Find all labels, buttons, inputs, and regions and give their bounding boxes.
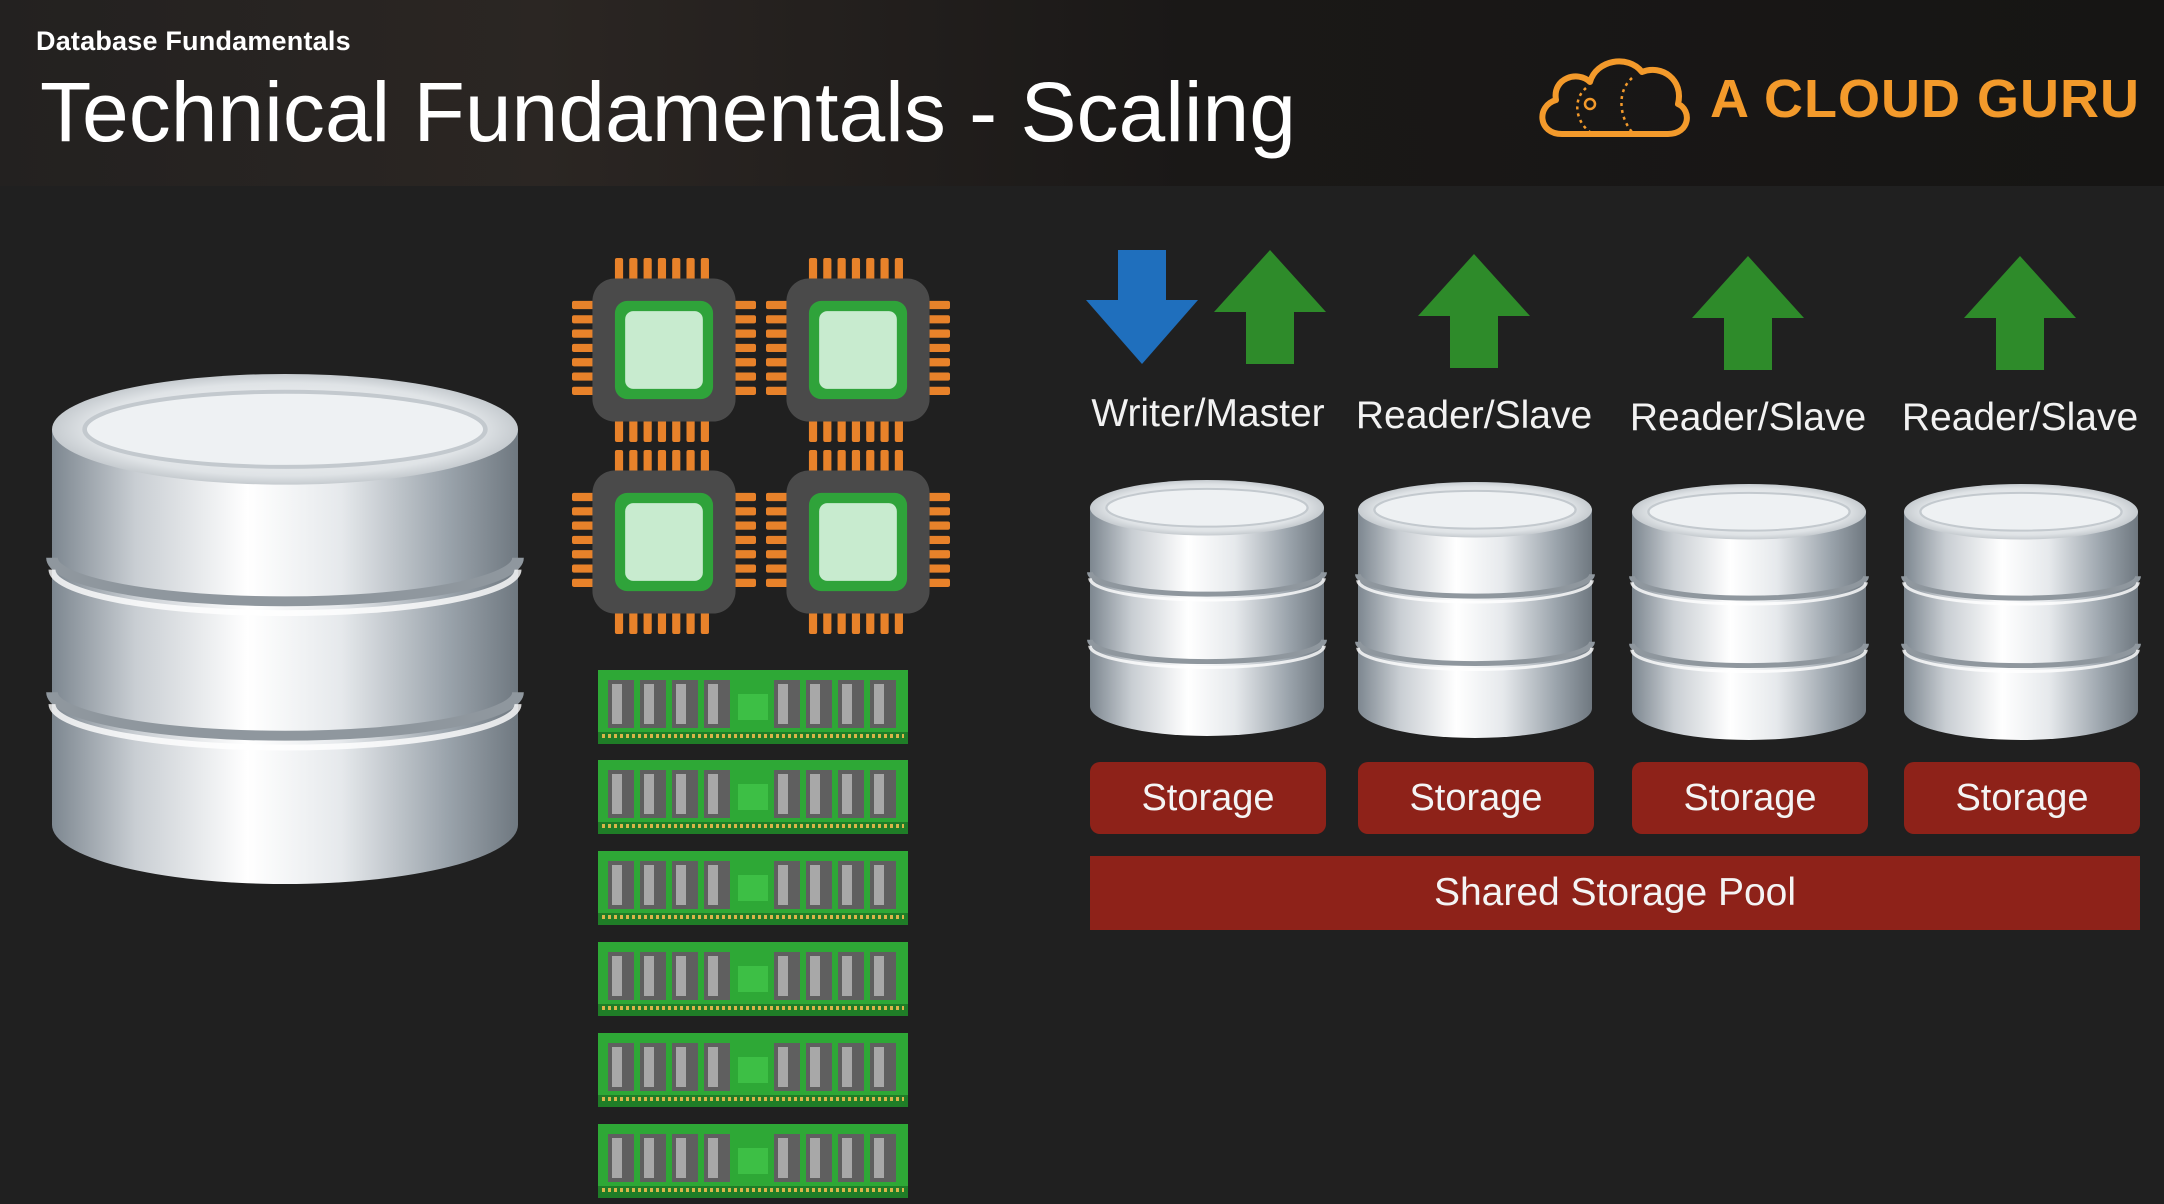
brand-name: A CLOUD GURU xyxy=(1710,69,2140,129)
ram-module-icon xyxy=(596,1122,910,1200)
slide-header: Database Fundamentals Technical Fundamen… xyxy=(0,0,2164,186)
cpu-chip-icon xyxy=(766,258,950,442)
database-icon xyxy=(52,370,518,884)
ram-module-icon xyxy=(596,940,910,1018)
storage-box: Storage xyxy=(1904,762,2140,834)
brand-logo: A CLOUD GURU xyxy=(1532,48,2139,148)
database-icon xyxy=(1632,482,1866,740)
arrow-up-icon xyxy=(1692,256,1804,370)
cpu-chip-icon xyxy=(572,258,756,442)
node-label-writer: Writer/Master xyxy=(1091,392,1325,435)
cpu-chip-icon xyxy=(766,450,950,634)
cloud-logo-icon xyxy=(1539,58,1690,137)
ram-module-icon xyxy=(596,758,910,836)
cpu-chip-icon xyxy=(572,450,756,634)
arrow-down-icon xyxy=(1086,250,1198,364)
ram-module-icon xyxy=(596,1031,910,1109)
arrow-up-icon xyxy=(1964,256,2076,370)
node-label-reader: Reader/Slave xyxy=(1901,396,2139,439)
database-icon xyxy=(1904,482,2138,740)
storage-box: Storage xyxy=(1632,762,1868,834)
shared-storage-pool: Shared Storage Pool xyxy=(1090,856,2140,930)
storage-box: Storage xyxy=(1090,762,1326,834)
node-label-reader: Reader/Slave xyxy=(1355,394,1593,437)
ram-module-icon xyxy=(596,668,910,746)
slide-title: Technical Fundamentals - Scaling xyxy=(40,65,1296,159)
database-icon xyxy=(1358,480,1592,738)
arrow-up-icon xyxy=(1214,250,1326,364)
ram-module-icon xyxy=(596,849,910,927)
database-icon xyxy=(1090,478,1324,736)
storage-box: Storage xyxy=(1358,762,1594,834)
arrow-up-icon xyxy=(1418,254,1530,368)
node-label-reader: Reader/Slave xyxy=(1629,396,1867,439)
course-subtitle: Database Fundamentals xyxy=(36,26,351,56)
